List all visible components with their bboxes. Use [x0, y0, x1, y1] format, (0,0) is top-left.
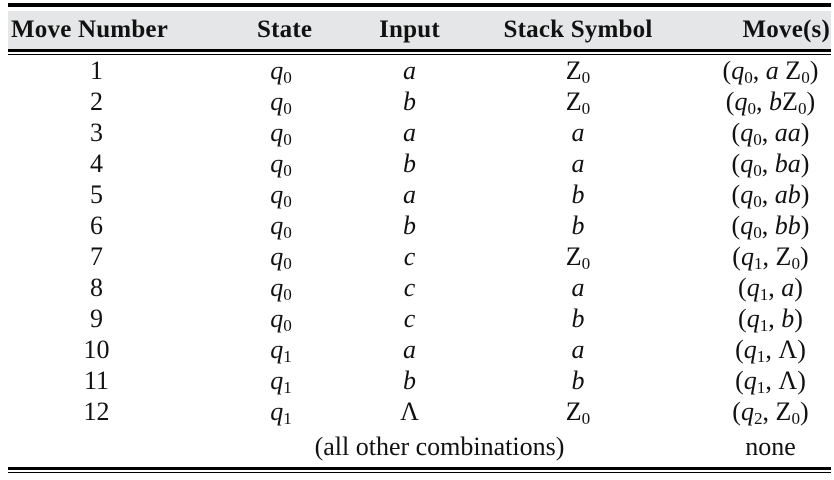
col-header-stack-symbol: Stack Symbol	[462, 11, 694, 49]
cell-state: q0	[270, 242, 292, 273]
cell-input: a	[403, 118, 416, 147]
cell-input: b	[403, 87, 416, 116]
cell-state: q1	[270, 335, 292, 366]
cell-move-number: 7	[90, 242, 103, 271]
cell-moves: (q0, bZ0)	[725, 87, 816, 118]
cell-moves: (q1, Λ)	[735, 366, 806, 397]
cell-input: b	[403, 366, 416, 395]
cell-state: q0	[270, 87, 292, 118]
cell-move-number: 1	[90, 56, 103, 85]
cell-state: q0	[270, 273, 292, 304]
cell-move-number: 10	[83, 335, 110, 364]
cell-moves: (q0, ba)	[731, 149, 810, 180]
cell-stack-symbol: b	[571, 180, 585, 209]
table-row: 10 q1 a a (q1, Λ)	[8, 334, 831, 365]
cell-state: q0	[270, 211, 292, 242]
col-header-state: State	[185, 11, 357, 49]
cell-move-number: 9	[90, 304, 103, 333]
cell-state: q0	[270, 56, 292, 87]
cell-stack-symbol: Z0	[565, 242, 591, 273]
cell-input: b	[403, 149, 416, 178]
cell-move-number: 12	[83, 397, 110, 426]
table-header: Move Number State Input Stack Symbol Mov…	[8, 11, 831, 49]
cell-input: c	[403, 242, 416, 271]
cell-state: q0	[270, 118, 292, 149]
table-row: 7 q0 c Z0 (q1, Z0)	[8, 241, 831, 272]
cell-stack-symbol: b	[571, 366, 585, 395]
cell-stack-symbol: b	[571, 304, 585, 333]
cell-state: q0	[270, 180, 292, 211]
cell-state: q1	[270, 397, 292, 428]
cell-input: c	[403, 273, 416, 302]
table-body: 1 q0 a Z0 (q0, a Z0) 2 q0 b Z0 (q0, bZ0)…	[8, 55, 831, 467]
cell-move-number: 3	[90, 118, 103, 147]
table-row: 6 q0 b b (q0, bb)	[8, 210, 831, 241]
cell-moves: (q1, Λ)	[735, 335, 806, 366]
cell-stack-symbol: a	[571, 335, 585, 364]
table-row: 5 q0 a b (q0, ab)	[8, 179, 831, 210]
cell-moves: (q2, Z0)	[732, 397, 809, 428]
cell-stack-symbol: b	[571, 211, 585, 240]
table-row: 3 q0 a a (q0, aa)	[8, 117, 831, 148]
cell-moves: (q0, aa)	[731, 118, 810, 149]
cell-input: a	[403, 180, 416, 209]
cell-input: Λ	[400, 397, 419, 426]
table-row: 12 q1 Λ Z0 (q2, Z0)	[8, 396, 831, 427]
cell-stack-symbol: Z0	[565, 397, 591, 428]
table-row: 9 q0 c b (q1, b)	[8, 303, 831, 334]
cell-empty	[8, 427, 185, 467]
table-row: 4 q0 b a (q0, ba)	[8, 148, 831, 179]
cell-move-number: 4	[90, 149, 103, 178]
table-bottom-rule	[8, 467, 831, 473]
cell-footer-moves: none	[745, 432, 796, 461]
table-footer-row: (all other combinations) none	[8, 427, 831, 467]
header-separator-rule	[8, 49, 831, 55]
cell-moves: (q1, Z0)	[732, 242, 809, 273]
cell-moves: (q0, bb)	[731, 211, 810, 242]
cell-stack-symbol: a	[571, 149, 585, 178]
cell-move-number: 8	[90, 273, 103, 302]
pda-transition-table-figure: Move Number State Input Stack Symbol Mov…	[8, 3, 831, 473]
col-header-move-number: Move Number	[8, 11, 185, 49]
cell-input: a	[403, 56, 416, 85]
cell-move-number: 11	[83, 366, 110, 395]
cell-state: q1	[270, 366, 292, 397]
cell-stack-symbol: Z0	[565, 87, 591, 118]
col-header-moves: Move(s)	[694, 11, 831, 49]
cell-moves: (q0, a Z0)	[722, 56, 819, 87]
cell-input: b	[403, 211, 416, 240]
cell-stack-symbol: Z0	[565, 56, 591, 87]
cell-moves: (q0, ab)	[731, 180, 810, 211]
cell-input: a	[403, 335, 416, 364]
cell-moves: (q1, a)	[738, 273, 803, 304]
cell-move-number: 5	[90, 180, 103, 209]
table-row: 8 q0 c a (q1, a)	[8, 272, 831, 303]
table-top-rule	[8, 3, 831, 7]
cell-move-number: 2	[90, 87, 103, 116]
cell-move-number: 6	[90, 211, 103, 240]
cell-state: q0	[270, 304, 292, 335]
header-row: Move Number State Input Stack Symbol Mov…	[8, 11, 831, 49]
table-row: 1 q0 a Z0 (q0, a Z0)	[8, 55, 831, 86]
cell-moves: (q1, b)	[738, 304, 803, 335]
col-header-input: Input	[357, 11, 462, 49]
cell-state: q0	[270, 149, 292, 180]
cell-input: c	[403, 304, 416, 333]
cell-stack-symbol: a	[571, 273, 585, 302]
cell-stack-symbol: a	[571, 118, 585, 147]
table-row: 2 q0 b Z0 (q0, bZ0)	[8, 86, 831, 117]
cell-all-other-combinations: (all other combinations)	[314, 432, 565, 461]
table-row: 11 q1 b b (q1, Λ)	[8, 365, 831, 396]
